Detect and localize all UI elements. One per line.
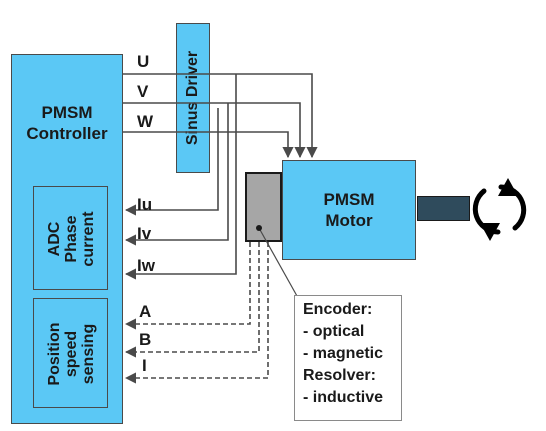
signal-label-iu: Iu [137, 195, 153, 214]
legend-pointer-dot [256, 225, 262, 231]
wire-a [124, 242, 251, 330]
position-speed-sensing-block [33, 298, 108, 408]
wire-iu [124, 108, 219, 216]
wire-iv [124, 103, 229, 246]
pmsm-motor-label: PMSM Motor [282, 189, 416, 231]
motor-label-line1: PMSM [323, 190, 375, 209]
sensor-legend-box: Encoder: - optical - magnetic Resolver: … [294, 295, 402, 421]
pmsm-controller-label: PMSM Controller [11, 102, 123, 144]
signal-label-b: B [139, 330, 152, 349]
rotation-arrows-icon [472, 178, 527, 241]
adc-phase-current-block [33, 186, 108, 290]
encoder-sensor-block [245, 172, 282, 242]
wire-u [123, 73, 318, 159]
legend-pointer-line [258, 227, 298, 297]
signal-label-w: W [137, 112, 154, 131]
signal-label-i: I [142, 356, 147, 375]
pmsm-motor-block [282, 160, 416, 260]
legend-inductive: - inductive [303, 389, 384, 406]
wire-b [124, 242, 260, 358]
motor-label-line2: Motor [325, 211, 373, 230]
wire-w [123, 131, 294, 159]
wire-iw [124, 74, 237, 280]
legend-encoder: Encoder: [303, 301, 373, 318]
legend-optical: - optical [303, 323, 365, 340]
signal-label-a: A [139, 302, 152, 321]
signal-label-iv: Iv [137, 224, 152, 243]
legend-resolver: Resolver: [303, 367, 376, 384]
sinus-driver-block [176, 23, 210, 173]
controller-label-line2: Controller [26, 124, 108, 143]
signal-label-u: U [137, 52, 150, 71]
signal-label-v: V [137, 82, 149, 101]
motor-shaft [417, 196, 470, 221]
controller-label-line1: PMSM [41, 103, 93, 122]
wire-i [124, 242, 269, 384]
wire-v [123, 102, 306, 159]
legend-magnetic: - magnetic [303, 345, 384, 362]
signal-label-iw: Iw [137, 256, 155, 275]
